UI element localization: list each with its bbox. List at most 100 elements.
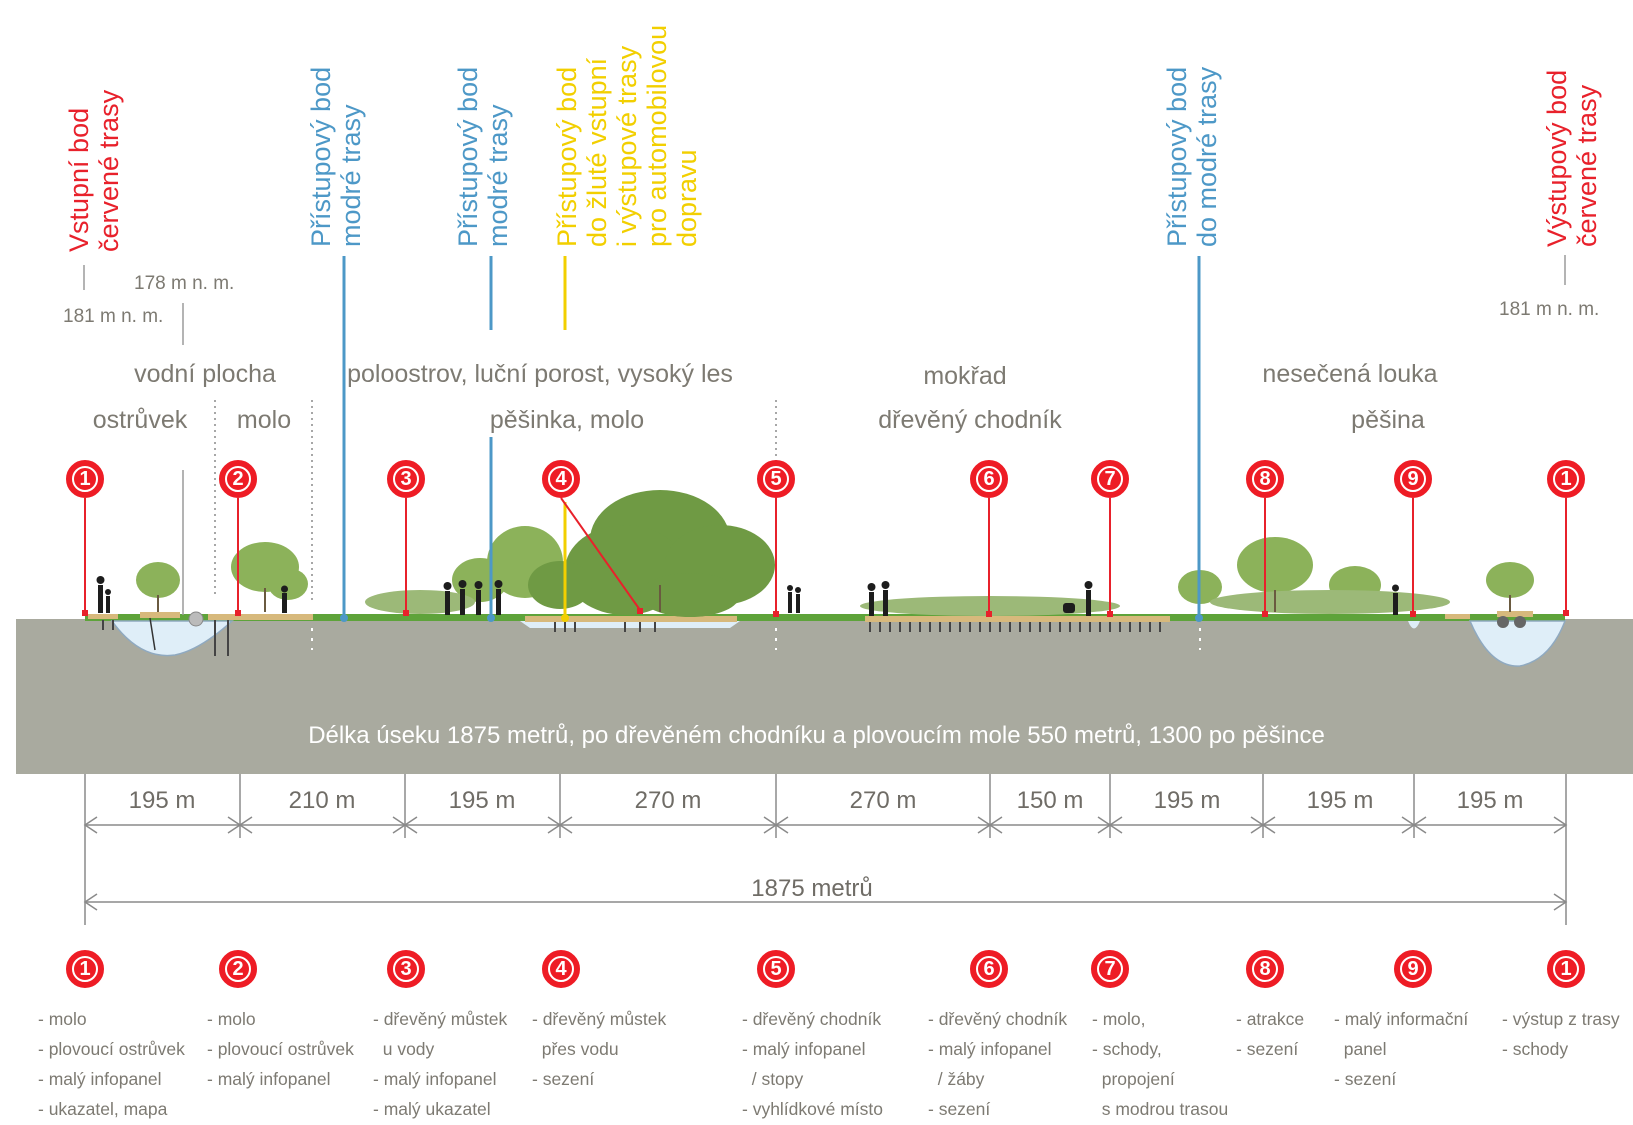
note-line: - sezení — [928, 1099, 991, 1119]
note-line: - malý infopanel — [207, 1069, 331, 1089]
marker-bottom-5: 5 — [757, 950, 795, 988]
notes-7: - molo, - schody, propojení s modrou tra… — [1092, 1004, 1228, 1124]
marker-top-6: 6 — [970, 460, 1008, 498]
zone-footpath: pěšina — [1351, 406, 1425, 434]
marker-bottom-7: 7 — [1091, 950, 1129, 988]
note-line: / stopy — [742, 1069, 804, 1089]
elevation-181-right: 181 m n. m. — [1499, 299, 1600, 320]
notes-6: - dřevěný chodník - malý infopanel / žáb… — [928, 1004, 1067, 1124]
notes-4: - dřevěný můstek přes vodu - sezení — [532, 1004, 666, 1094]
label-blue-access-2: Přístupový bod modré trasy — [453, 66, 513, 247]
label-blue-access-1: Přístupový bod modré trasy — [306, 66, 366, 247]
notes-3: - dřevěný můstek u vody - malý infopanel… — [373, 1004, 507, 1124]
note-line: panel — [1334, 1039, 1387, 1059]
segment-length-1: 195 m — [128, 787, 196, 814]
note-line: - molo, — [1092, 1009, 1146, 1029]
deck-float-right — [1497, 611, 1533, 617]
segment-length-7: 195 m — [1153, 787, 1221, 814]
ground-dividers — [311, 628, 1201, 650]
access-lines — [342, 256, 1201, 618]
cart-wheel-1 — [1497, 616, 1509, 628]
water-pool-right — [1468, 620, 1567, 667]
note-line: - plovoucí ostrůvek — [207, 1039, 354, 1059]
marker-top-2: 2 — [219, 460, 257, 498]
people-silhouettes — [96, 576, 1399, 616]
zone-boardwalk: dřevěný chodník — [878, 406, 1062, 434]
marker-bottom-10: 1 — [1547, 950, 1585, 988]
note-line: - dřevěný chodník — [928, 1009, 1068, 1029]
dimension-lines — [83, 774, 1568, 925]
anchor-line-left — [149, 617, 156, 651]
label-blue-access-3: Přístupový bod do modré trasy — [1162, 66, 1222, 247]
note-line: - dřevěný chodník — [742, 1009, 882, 1029]
note-line: u vody — [373, 1039, 435, 1059]
total-length: 1875 metrů — [751, 875, 873, 902]
note-line: - malý infopanel — [928, 1039, 1052, 1059]
label-red-entry: Vstupní bod červené trasy — [64, 89, 124, 252]
deck-posts — [102, 620, 656, 656]
note-line: s modrou trasou — [1092, 1099, 1229, 1119]
deck-bridge — [525, 616, 737, 622]
marker-top-1: 1 — [66, 460, 104, 498]
marker-stems — [84, 497, 1567, 614]
label-yellow-access: Přístupový bod do žluté vstupní i výstup… — [552, 24, 702, 247]
deck-boardwalk — [865, 616, 1170, 622]
deck-float — [140, 612, 180, 618]
note-line: - výstup z trasy — [1502, 1009, 1620, 1029]
marker-top-4: 4 — [542, 460, 580, 498]
segment-length-5: 270 m — [849, 787, 917, 814]
elevation-181-left: 181 m n. m. — [63, 306, 164, 327]
zone-water: vodní plocha — [134, 360, 276, 388]
marker-bottom-2: 2 — [219, 950, 257, 988]
elevation-178: 178 m n. m. — [134, 273, 235, 294]
marker-top-3: 3 — [387, 460, 425, 498]
label-red-exit: Výstupový bod červené trasy — [1542, 69, 1602, 247]
grass-surface — [85, 614, 1565, 621]
note-line: - sezení — [1334, 1069, 1397, 1089]
note-line: - malý ukazatel — [373, 1099, 491, 1119]
zone-pier: molo — [236, 406, 292, 434]
marker-top-7: 7 — [1091, 460, 1129, 498]
note-line: - malý informační — [1334, 1009, 1469, 1029]
marker-bottom-1: 1 — [66, 950, 104, 988]
note-line: - dřevěný můstek — [532, 1009, 667, 1029]
notes-8: - atrakce - sezení — [1236, 1004, 1304, 1064]
deck-right — [1445, 614, 1470, 619]
access-dots — [340, 614, 1203, 622]
segment-length-2: 210 m — [288, 787, 356, 814]
marker-bottom-9: 9 — [1394, 950, 1432, 988]
vegetation — [136, 490, 1534, 617]
note-line: přes vodu — [532, 1039, 619, 1059]
marker-top-9: 9 — [1394, 460, 1432, 498]
ground-section — [16, 619, 1633, 774]
segment-length-4: 270 m — [634, 787, 702, 814]
boardwalk-posts — [869, 622, 1161, 632]
marker-top-8: 8 — [1246, 460, 1284, 498]
marker-bottom-6: 6 — [970, 950, 1008, 988]
note-line: - sezení — [532, 1069, 595, 1089]
deck-pier — [208, 614, 313, 620]
marker-bottom-3: 3 — [387, 950, 425, 988]
segment-length-3: 195 m — [448, 787, 516, 814]
notes-2: - molo - plovoucí ostrůvek - malý infopa… — [207, 1004, 354, 1094]
note-line: - malý infopanel — [373, 1069, 497, 1089]
notes-10: - výstup z trasy - schody — [1502, 1004, 1620, 1064]
water-pool-left — [110, 620, 234, 657]
segment-length-8: 195 m — [1306, 787, 1374, 814]
note-line: - vyhlídkové místo — [742, 1099, 884, 1119]
note-line: - plovoucí ostrůvek — [38, 1039, 185, 1059]
note-line: - malý infopanel — [38, 1069, 162, 1089]
note-line: - sezení — [1236, 1039, 1299, 1059]
zone-peninsula: poloostrov, luční porost, vysoký les — [347, 360, 733, 388]
note-line: - atrakce — [1236, 1009, 1305, 1029]
buoy-left — [188, 611, 204, 627]
note-line: - schody, — [1092, 1039, 1162, 1059]
note-line: - schody — [1502, 1039, 1569, 1059]
water-channel-bridge — [520, 621, 740, 628]
notes-5: - dřevěný chodník - malý infopanel / sto… — [742, 1004, 883, 1124]
zone-path-pier: pěšinka, molo — [489, 406, 645, 434]
marker-top-10: 1 — [1547, 460, 1585, 498]
segment-length-9: 195 m — [1456, 787, 1524, 814]
notes-9: - malý informační panel - sezení — [1334, 1004, 1468, 1094]
